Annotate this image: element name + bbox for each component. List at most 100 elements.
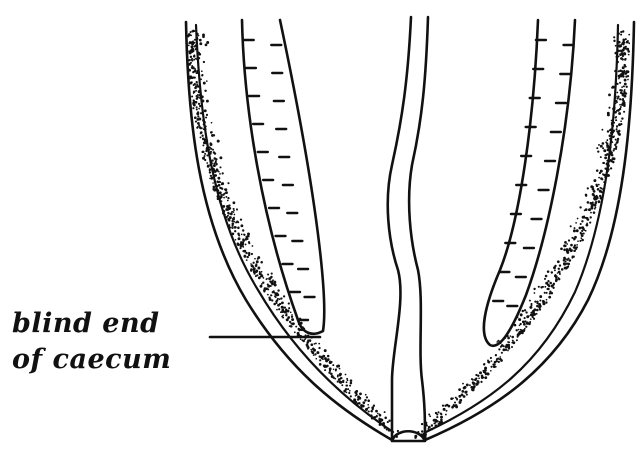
stipple-dot [275,296,277,298]
stipple-dot [384,417,387,420]
stipple-dot [616,128,618,130]
stipple-dot [458,388,461,391]
stipple-dot [252,245,254,247]
stipple-dot [592,193,595,196]
stipple-dot [573,256,575,258]
stipple-dot [429,415,431,417]
stipple-dot [624,65,626,67]
stipple-dot [622,72,625,75]
stipple-dot [555,274,557,276]
stipple-dot [345,385,347,387]
outer-wall-outline-right [425,22,634,440]
stipple-dot [205,44,208,47]
stipple-dot [355,390,358,393]
stipple-dot [596,195,598,197]
stipple-dot [594,208,596,210]
stipple-dot [240,224,243,227]
stipple-dot [397,430,399,432]
stipple-dot [539,299,541,301]
stipple-dot [206,41,209,44]
stipple-dot [589,216,591,218]
stipple-dot [256,274,258,276]
stipple-dot [271,273,273,275]
stipple-dot [199,39,202,42]
stipple-dot [235,226,237,228]
stipple-dot [442,405,444,407]
stipple-dot [291,316,293,318]
stipple-dot [243,250,245,252]
stipple-dot [350,379,353,382]
stipple-dot [536,305,538,307]
stipple-dot [190,31,192,33]
stipple-dot [202,144,204,146]
stipple-dot [200,132,202,134]
stipple-dot [225,196,227,198]
stipple-dot [431,424,433,426]
stipple-dot [552,284,554,286]
stipple-dot [621,70,623,72]
stipple-dot [588,208,591,211]
stipple-dot [585,195,587,197]
stipple-dot [563,249,566,252]
stipple-dot [564,241,567,244]
stipple-dot [443,408,446,411]
stipple-dot [202,157,205,160]
stipple-dot [533,288,535,290]
stipple-dot [219,187,221,189]
stipple-dot [310,343,313,346]
stipple-dot [278,308,280,310]
stipple-dot [342,380,344,382]
stipple-dot [539,304,541,306]
stipple-dot [545,301,547,303]
stipple-dot [478,377,480,379]
stipple-dot [599,195,601,197]
stipple-dot [337,380,339,382]
stipple-dot [587,218,590,221]
stipple-dot [225,191,228,194]
stipple-dot [516,329,518,331]
stipple-dot [339,381,341,383]
stipple-dot [496,358,498,360]
stipple-dot [445,414,447,416]
stipple-dot [217,140,220,143]
stipple-dot [326,365,329,368]
right-caecum [484,20,575,346]
stipple-dot [300,338,302,340]
stipple-dot [324,349,327,352]
stipple-dot [380,419,383,422]
stipple-dot [240,243,243,246]
stipple-dot [570,225,572,227]
stipple-dot [357,398,359,400]
stipple-dot [255,263,257,265]
stipple-dot [375,410,378,413]
stipple-dot [544,292,546,294]
stipple-dot [227,182,229,184]
stipple-dot [332,377,334,379]
stipple-dot [597,188,600,191]
stipple-dot [273,281,276,284]
stipple-dot [526,315,529,318]
stipple-dot [579,240,581,242]
stipple-dot [272,279,274,281]
stipple-dot [247,233,250,236]
stipple-dot [322,358,324,360]
stipple-dot [627,79,629,81]
stipple-dot [574,227,576,229]
stipple-dot [197,115,199,117]
stipple-dot [607,113,610,116]
stipple-dot [258,277,260,279]
stipple-dot [199,42,202,45]
stipple-dot [282,316,284,318]
stipple-dot [539,295,542,298]
stipple-dot [440,412,442,414]
stipple-dot [191,46,193,48]
stipple-dot [580,232,582,234]
stipple-dot [206,114,208,116]
stipple-dot [500,359,503,362]
stipple-dot [206,154,208,156]
stipple-dot [219,173,221,175]
stipple-dot [198,53,201,56]
stipple-dot [573,250,575,252]
stipple-dot [549,282,552,285]
stipple-dot [520,315,522,317]
